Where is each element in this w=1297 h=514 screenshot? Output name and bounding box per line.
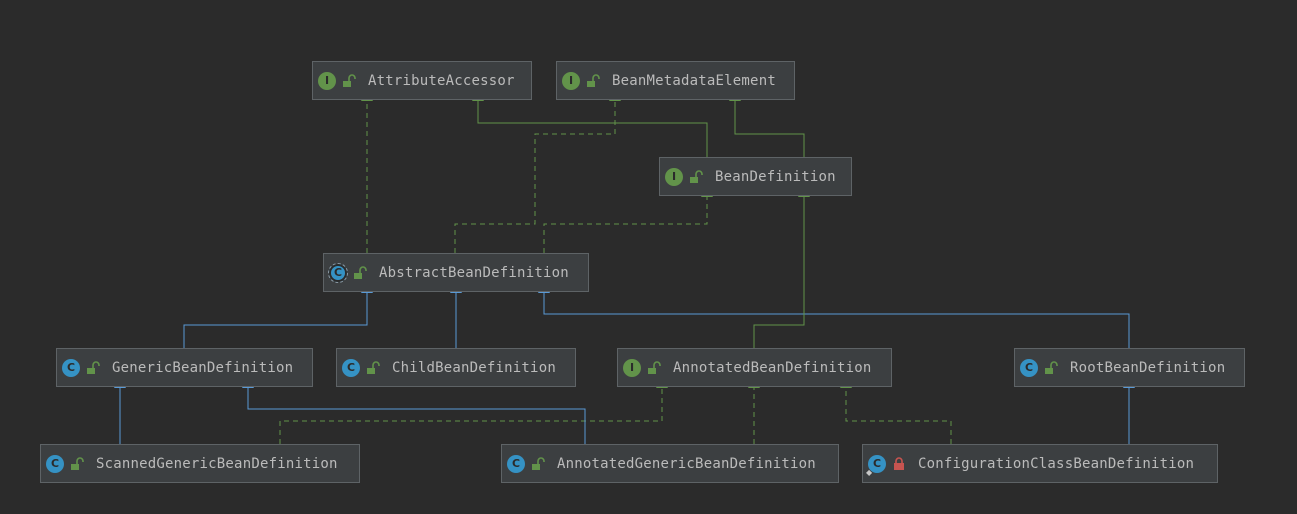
public-unlock-icon <box>71 456 84 470</box>
node-annotated-generic-bean-definition[interactable]: C AnnotatedGenericBeanDefinition <box>501 444 839 483</box>
edge-beandefinition-to-attributeaccessor <box>472 90 708 157</box>
abstract-class-icon: C <box>328 262 348 283</box>
interface-icon: I <box>623 358 641 377</box>
class-icon: C <box>46 454 64 473</box>
edge-genericbeandefinition-to-abstractbeandefinition <box>183 282 373 348</box>
class-icon: C <box>507 454 525 473</box>
edge-abstractbeandefinition-to-beanmetadataelement <box>454 90 621 253</box>
class-icon: C ◆ <box>866 454 886 477</box>
public-unlock-icon <box>532 456 545 470</box>
edge-annotatedgenericbeandefinition-to-genericbeandefinition <box>242 377 586 444</box>
public-unlock-icon <box>1045 360 1058 374</box>
edge-beandefinition-to-beanmetadataelement <box>729 90 805 157</box>
class-icon: C <box>342 358 360 377</box>
node-label: ScannedGenericBeanDefinition <box>96 455 338 472</box>
node-attribute-accessor[interactable]: I AttributeAccessor <box>312 61 532 100</box>
public-unlock-icon <box>587 73 600 87</box>
private-lock-icon <box>894 456 904 470</box>
node-label: AbstractBeanDefinition <box>379 264 569 281</box>
node-scanned-generic-bean-definition[interactable]: C ScannedGenericBeanDefinition <box>40 444 360 483</box>
interface-icon: I <box>665 167 683 186</box>
edge-abstractbeandefinition-to-beandefinition <box>543 186 713 253</box>
node-bean-metadata-element[interactable]: I BeanMetadataElement <box>556 61 795 100</box>
public-unlock-icon <box>87 360 100 374</box>
edge-rootbeandefinition-to-abstractbeandefinition <box>538 282 1130 348</box>
node-label: AttributeAccessor <box>368 72 515 89</box>
public-unlock-icon <box>367 360 380 374</box>
nested-pin-icon: ◆ <box>866 467 873 477</box>
interface-icon: I <box>562 71 580 90</box>
node-label: ConfigurationClassBeanDefinition <box>918 455 1195 472</box>
public-unlock-icon <box>354 265 367 279</box>
node-label: BeanMetadataElement <box>612 72 776 89</box>
edge-configurationclassbeandefinition-to-annotatedbeandefinition <box>840 377 952 444</box>
node-label: BeanDefinition <box>715 168 836 185</box>
node-abstract-bean-definition[interactable]: C AbstractBeanDefinition <box>323 253 589 292</box>
node-label: AnnotatedGenericBeanDefinition <box>557 455 816 472</box>
node-label: RootBeanDefinition <box>1070 359 1226 376</box>
public-unlock-icon <box>648 360 661 374</box>
node-annotated-bean-definition[interactable]: I AnnotatedBeanDefinition <box>617 348 892 387</box>
class-letter: C <box>872 457 882 470</box>
node-label: AnnotatedBeanDefinition <box>673 359 872 376</box>
node-generic-bean-definition[interactable]: C GenericBeanDefinition <box>56 348 313 387</box>
class-icon: C <box>62 358 80 377</box>
public-unlock-icon <box>690 169 703 183</box>
node-bean-definition[interactable]: I BeanDefinition <box>659 157 852 196</box>
node-root-bean-definition[interactable]: C RootBeanDefinition <box>1014 348 1245 387</box>
public-unlock-icon <box>343 73 356 87</box>
node-label: ChildBeanDefinition <box>392 359 556 376</box>
node-configuration-class-bean-definition[interactable]: C ◆ ConfigurationClassBeanDefinition <box>862 444 1218 483</box>
edge-scannedgenericbeandefinition-to-annotatedbeandefinition <box>279 377 668 444</box>
class-icon: C <box>1020 358 1038 377</box>
node-child-bean-definition[interactable]: C ChildBeanDefinition <box>336 348 576 387</box>
node-label: GenericBeanDefinition <box>112 359 294 376</box>
interface-icon: I <box>318 71 336 90</box>
edge-annotatedbeandefinition-to-beandefinition <box>753 186 810 348</box>
